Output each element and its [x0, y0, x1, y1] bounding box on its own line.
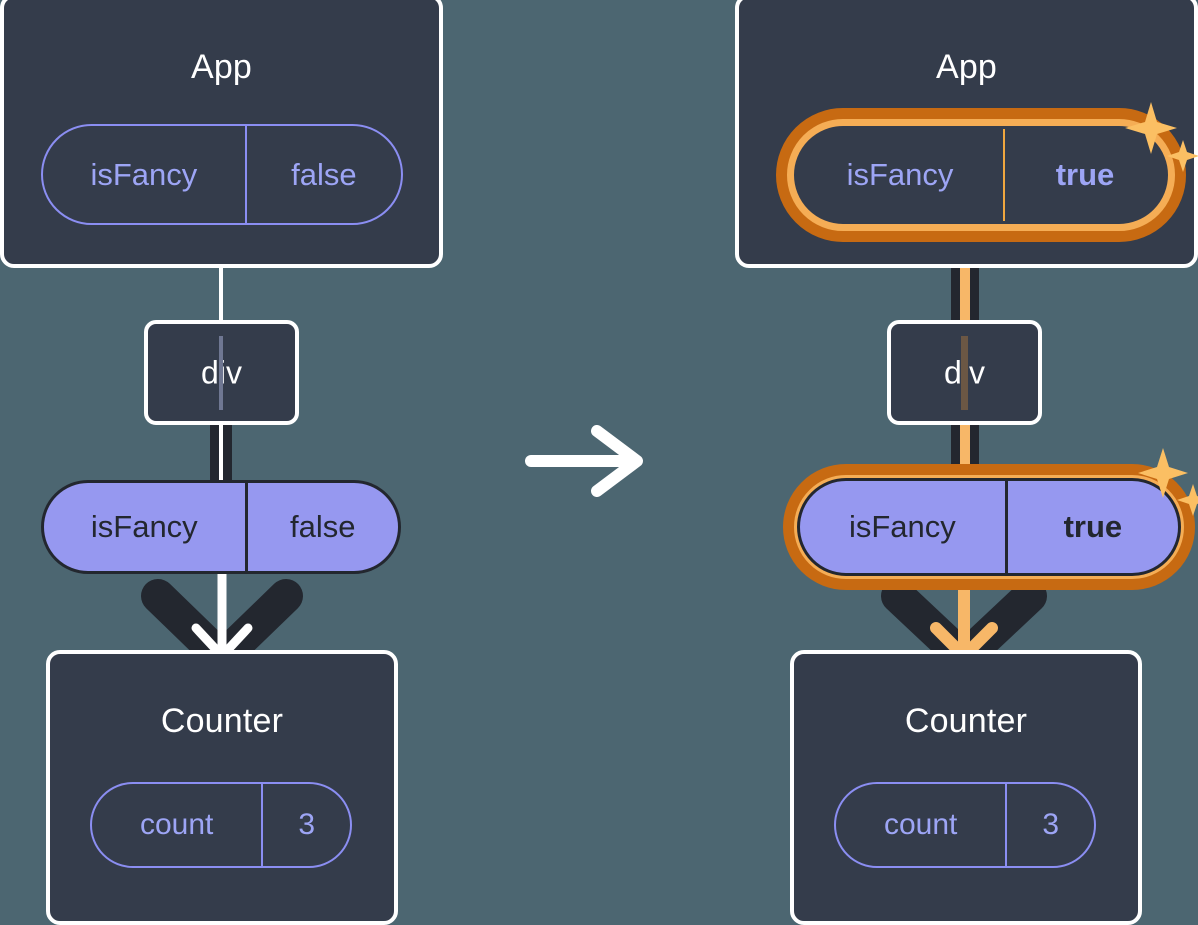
connector-through-div-before — [219, 336, 223, 410]
panel-before: App isFancy false div isFancy false — [0, 0, 460, 925]
connector-div-to-prop-after — [951, 424, 979, 488]
app-state-pill-value-before: false — [244, 126, 401, 223]
connector-app-to-div-before — [219, 266, 223, 324]
connector-through-div-after — [961, 336, 968, 410]
connector-div-to-prop-before — [210, 424, 232, 486]
app-title-before: App — [190, 48, 253, 86]
app-state-pill-value-after: true — [1003, 129, 1165, 221]
prop-pill-value-before: false — [244, 483, 398, 571]
counter-state-pill-value-after: 3 — [1005, 784, 1094, 866]
counter-state-pill-value-before: 3 — [261, 784, 350, 866]
counter-state-pill-name-after: count — [883, 808, 958, 841]
app-title-after: App — [935, 48, 998, 86]
prop-pill-name-before: isFancy — [90, 509, 198, 544]
sparkle-icon-app-after — [1121, 96, 1198, 181]
highlight-ring-inner-app-after — [787, 119, 1175, 231]
connector-app-to-div-after — [951, 236, 979, 326]
prop-pill-value-after: true — [1004, 481, 1178, 573]
panel-after: App isFancy true div — [735, 0, 1198, 925]
app-state-pill-before: isFancy false — [41, 124, 403, 225]
app-state-pill-after: isFancy true — [797, 129, 1165, 221]
app-state-pill-name-before: isFancy — [90, 156, 198, 192]
counter-state-pill-before: count 3 — [90, 782, 352, 868]
prop-pill-after: isFancy true — [797, 478, 1181, 576]
app-state-pill-name-after: isFancy — [846, 157, 954, 192]
prop-pill-before: isFancy false — [41, 480, 401, 574]
counter-state-pill-name-before: count — [139, 808, 214, 841]
counter-title-before: Counter — [160, 702, 284, 740]
counter-state-pill-after: count 3 — [834, 782, 1096, 868]
sparkle-icon-prop-after — [1135, 442, 1198, 523]
counter-title-after: Counter — [904, 702, 1028, 740]
prop-pill-name-after: isFancy — [848, 509, 956, 544]
transition-arrow-right-icon — [525, 425, 655, 497]
